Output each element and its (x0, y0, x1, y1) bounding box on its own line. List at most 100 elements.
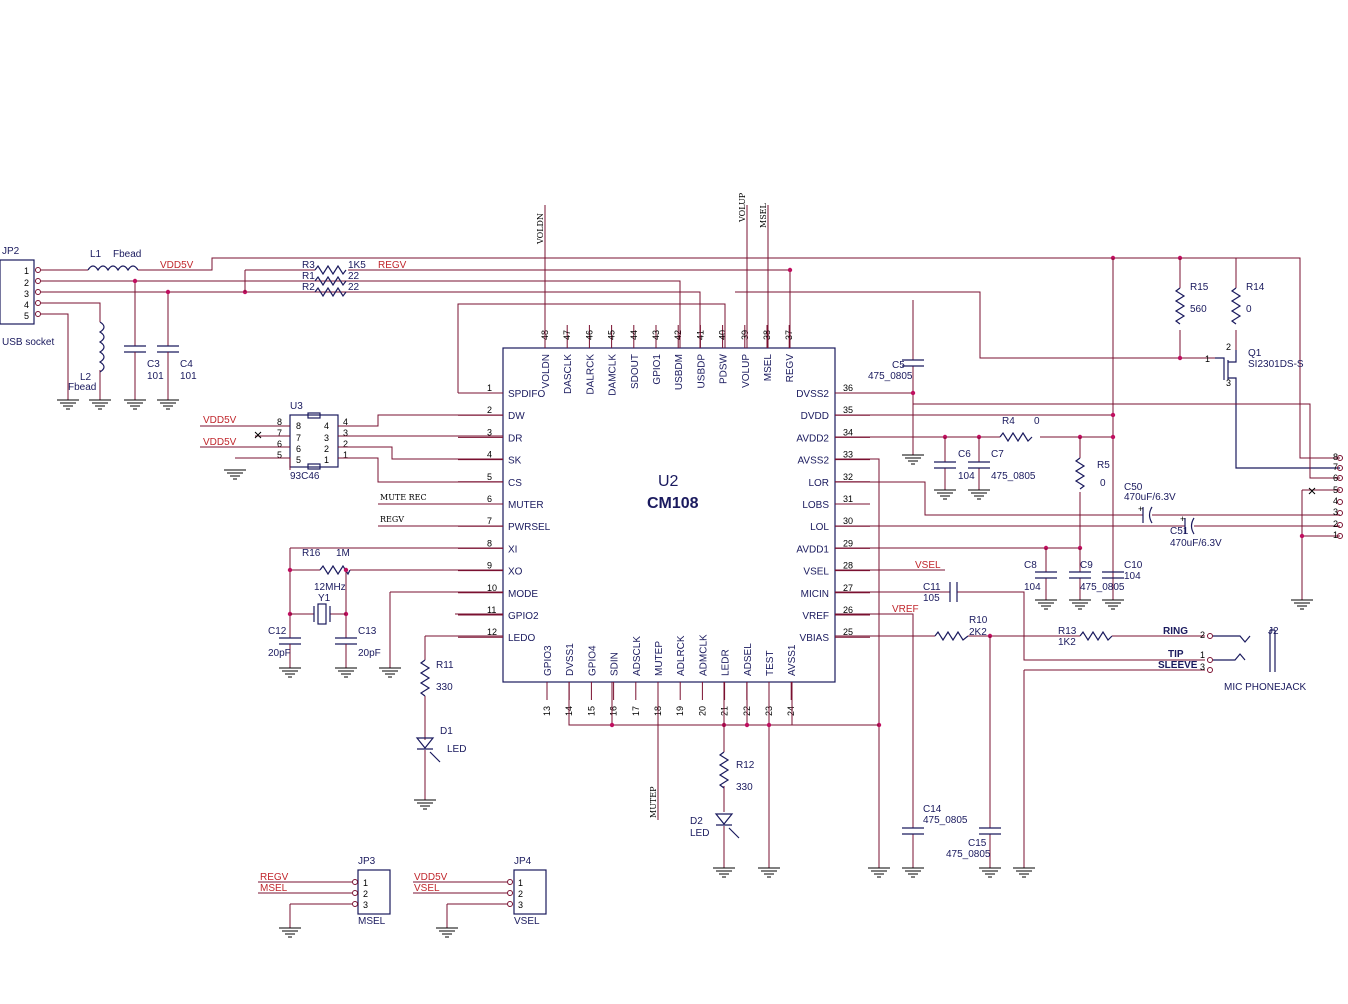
jumper-jp4: JP4 VSEL 1 2 3 VDD5V VSEL (413, 856, 547, 928)
r2-val: 22 (348, 282, 360, 293)
c11-ref: C11 (923, 582, 941, 593)
jack-label: MIC PHONEJACK (1224, 682, 1307, 693)
crystal-circuit: R16 1M 12MHz Y1 C12 20pF C13 20pF (268, 547, 503, 668)
net-mute-rec: MUTE REC (380, 493, 427, 502)
jp3-net1: REGV (260, 872, 289, 883)
c4-ref: C4 (180, 359, 193, 370)
pin-number: 10 (487, 583, 497, 593)
pin-number: 9 (487, 561, 492, 571)
c6-ref: C6 (958, 449, 971, 460)
r5-ref: R5 (1097, 460, 1110, 471)
jumper-jp3: JP3 MSEL 1 2 3 REGV MSEL (258, 856, 391, 928)
pin-number: 27 (843, 583, 853, 593)
u3-pin: 3 (343, 428, 348, 438)
jp2-pin: 1 (24, 266, 29, 276)
r15-ref: R15 (1190, 282, 1209, 293)
c51-val: 470uF/6.3V (1170, 538, 1222, 549)
pin-number: 42 (673, 330, 683, 340)
pin-name: ADSCLK (632, 636, 643, 676)
ground-symbol (902, 454, 924, 465)
jp3-label: MSEL (358, 916, 386, 927)
c3-val: 101 (147, 371, 164, 382)
c13-ref: C13 (358, 626, 377, 637)
pin-name: VSEL (803, 567, 829, 578)
pin-number: 2 (487, 405, 492, 415)
c15-ref: C15 (968, 838, 987, 849)
mode-ledo: R11 330 D1 LED (389, 591, 503, 800)
pin-number: 29 (843, 538, 853, 548)
pdsw-q1-wire (735, 291, 1215, 359)
ground-symbol (436, 927, 458, 938)
pin-name: DVDD (801, 411, 829, 422)
d1-ref: D1 (440, 726, 453, 737)
pin-name: LOL (810, 522, 829, 533)
y1-val: 12MHz (314, 582, 346, 593)
net-voldn: VOLDN (536, 213, 545, 245)
net-vref: VREF (892, 604, 919, 615)
conn-pin: 8 (1333, 452, 1338, 462)
pin-name: GPIO3 (543, 645, 554, 676)
ground-symbol (979, 867, 1001, 878)
d1-val: LED (447, 744, 466, 755)
ground-symbol (934, 489, 956, 500)
r5-val: 0 (1100, 478, 1106, 489)
jack-pin: 3 (1200, 662, 1205, 672)
u3-pin: 6 (277, 439, 282, 449)
phonejack-j2: RING TIP SLEEVE 2 1 3 J2 MIC PHONEJACK (1158, 626, 1307, 693)
pin-number: 13 (542, 706, 552, 716)
mic-network: VSEL C11 105 VREF C14 475_0805 R10 2K2 R… (835, 560, 1205, 868)
pin-name: SPDIFO (508, 389, 545, 400)
r4-ref: R4 (1002, 416, 1015, 427)
c9-ref: C9 (1080, 560, 1093, 571)
c10-val: 104 (1124, 571, 1141, 582)
pin-name: DALRCK (585, 354, 596, 395)
u3-pin: 4 (343, 417, 348, 427)
pin-number: 47 (562, 330, 572, 340)
avdd1-caps: C8 104 C9 475_0805 C10 104 (835, 545, 1143, 600)
pin-name: VBIAS (800, 633, 830, 644)
r13-val: 1K2 (1058, 637, 1076, 648)
ground-symbol (335, 667, 357, 678)
pin-name: USBDM (674, 354, 685, 390)
pin-name: MSEL (763, 354, 774, 382)
c5-ref: C5 (892, 360, 905, 371)
c13-val: 20pF (358, 648, 381, 659)
c7-val: 475_0805 (991, 471, 1036, 482)
u3-pin: 7 (296, 433, 301, 443)
r16-val: 1M (336, 548, 350, 559)
conn-pin: 7 (1333, 462, 1338, 472)
pin-number: 45 (607, 330, 617, 340)
c3-c4-caps: C3 101 C4 101 (124, 345, 197, 400)
pin-number: 15 (586, 706, 596, 716)
conn-pin: 2 (1333, 519, 1338, 529)
pin-number: 40 (718, 330, 728, 340)
ground-symbol (279, 927, 301, 938)
r12-ref: R12 (736, 760, 755, 771)
ground-symbol (279, 667, 301, 678)
net-vdd5v-u3: VDD5V (203, 415, 237, 426)
pin-number: 25 (843, 627, 853, 637)
jp4-net1: VDD5V (414, 872, 448, 883)
c50-val: 470uF/6.3V (1124, 492, 1176, 503)
c51-ref: C51 (1170, 526, 1189, 537)
pin-name: VOLUP (741, 354, 752, 388)
net-vsel: VSEL (915, 560, 941, 571)
c14-ref: C14 (923, 804, 942, 815)
ground-symbol (124, 399, 146, 410)
u3-pin: 6 (296, 444, 301, 454)
chip-pins: 1SPDIFO2DW3DR4SK5CS6MUTER7PWRSEL8XI9XO10… (458, 325, 870, 716)
u3-pin: 5 (277, 450, 282, 460)
pin-name: XO (508, 567, 523, 578)
jp2-pin: 4 (24, 300, 29, 310)
pin-number: 31 (843, 494, 853, 504)
jack-pin: 1 (1200, 650, 1205, 660)
r11-val: 330 (436, 682, 453, 693)
ground-symbol (1102, 599, 1124, 610)
net-vdd5v: VDD5V (160, 260, 194, 271)
pin-number: 20 (697, 706, 707, 716)
net-regv-small: REGV (380, 515, 404, 524)
pin-number: 46 (584, 330, 594, 340)
r13-ref: R13 (1058, 626, 1077, 637)
c11-val: 105 (923, 593, 940, 604)
